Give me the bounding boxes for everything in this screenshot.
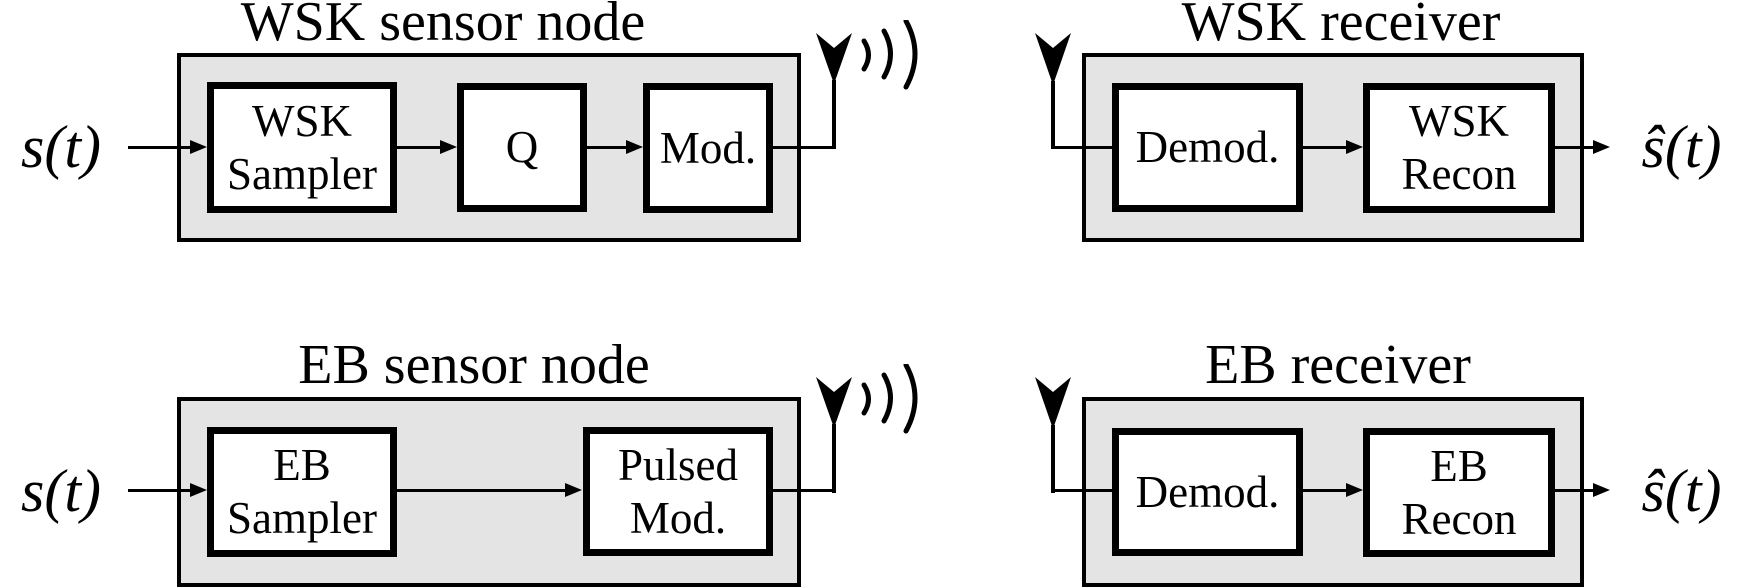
block-label-line: Recon [1401,493,1517,544]
arrow [397,146,440,149]
receive-antenna-icon [1035,33,1071,149]
line-to-antenna [773,146,836,149]
block-label-line: Q [505,122,539,172]
block-eb-recon: EB Recon [1363,428,1555,557]
arrowhead-icon [626,140,643,154]
block-label-line: Recon [1401,149,1517,199]
arrowhead-icon [440,140,457,154]
panel-title: WSK receiver [1181,0,1501,53]
block-label-line: Sampler [227,148,377,199]
block-pulsed-modulator: Pulsed Mod. [583,427,773,556]
arrow [587,146,626,149]
block-label-line: EB [273,440,331,490]
block-demodulator: Demod. [1112,83,1303,212]
radio-waves-icon [861,20,918,90]
block-label-line: Mod. [659,122,757,173]
line-to-antenna [773,489,836,492]
block-eb-sampler: EB Sampler [207,427,397,557]
arrowhead-icon [1346,483,1363,497]
signal-input-label: s(t) [21,113,101,180]
arrowhead-icon [1346,140,1363,154]
arrow [1555,146,1593,149]
receive-antenna-icon [1035,377,1071,493]
block-modulator: Mod. [643,83,773,213]
arrow [397,489,565,492]
block-label-line: Demod. [1135,466,1280,517]
block-wsk-recon: WSK Recon [1363,83,1555,213]
block-label-line: WSK [252,95,352,146]
panel-title: WSK sensor node [240,0,646,53]
arrow [128,146,190,149]
line-from-antenna [1051,489,1112,492]
arrow [1555,489,1593,492]
arrow [1303,489,1346,492]
line-from-antenna [1051,146,1112,149]
signal-output-label: ŝ(t) [1641,113,1722,180]
radio-waves-icon [861,364,918,434]
arrow [128,489,190,492]
block-label-line: WSK [1409,96,1509,146]
panel-title: EB receiver [1205,334,1471,396]
arrow [1303,146,1346,149]
block-label-line: Sampler [227,493,377,543]
arrowhead-icon [565,483,582,497]
arrowhead-icon [1593,483,1610,497]
arrowhead-icon [1593,140,1610,154]
panel-title: EB sensor node [298,334,650,396]
arrowhead-icon [190,140,207,154]
block-demodulator: Demod. [1112,428,1303,556]
signal-input-label: s(t) [21,457,101,524]
transmit-antenna-icon [816,20,918,149]
transmit-antenna-icon [816,364,918,493]
block-label-line: Mod. [629,492,727,543]
block-label-line: Demod. [1135,122,1280,172]
block-label-line: Pulsed [617,439,738,490]
arrowhead-icon [190,483,207,497]
block-label-line: EB [1430,440,1488,491]
block-quantizer: Q [457,83,587,212]
block-wsk-sampler: WSK Sampler [207,82,397,213]
signal-output-label: ŝ(t) [1641,457,1722,524]
